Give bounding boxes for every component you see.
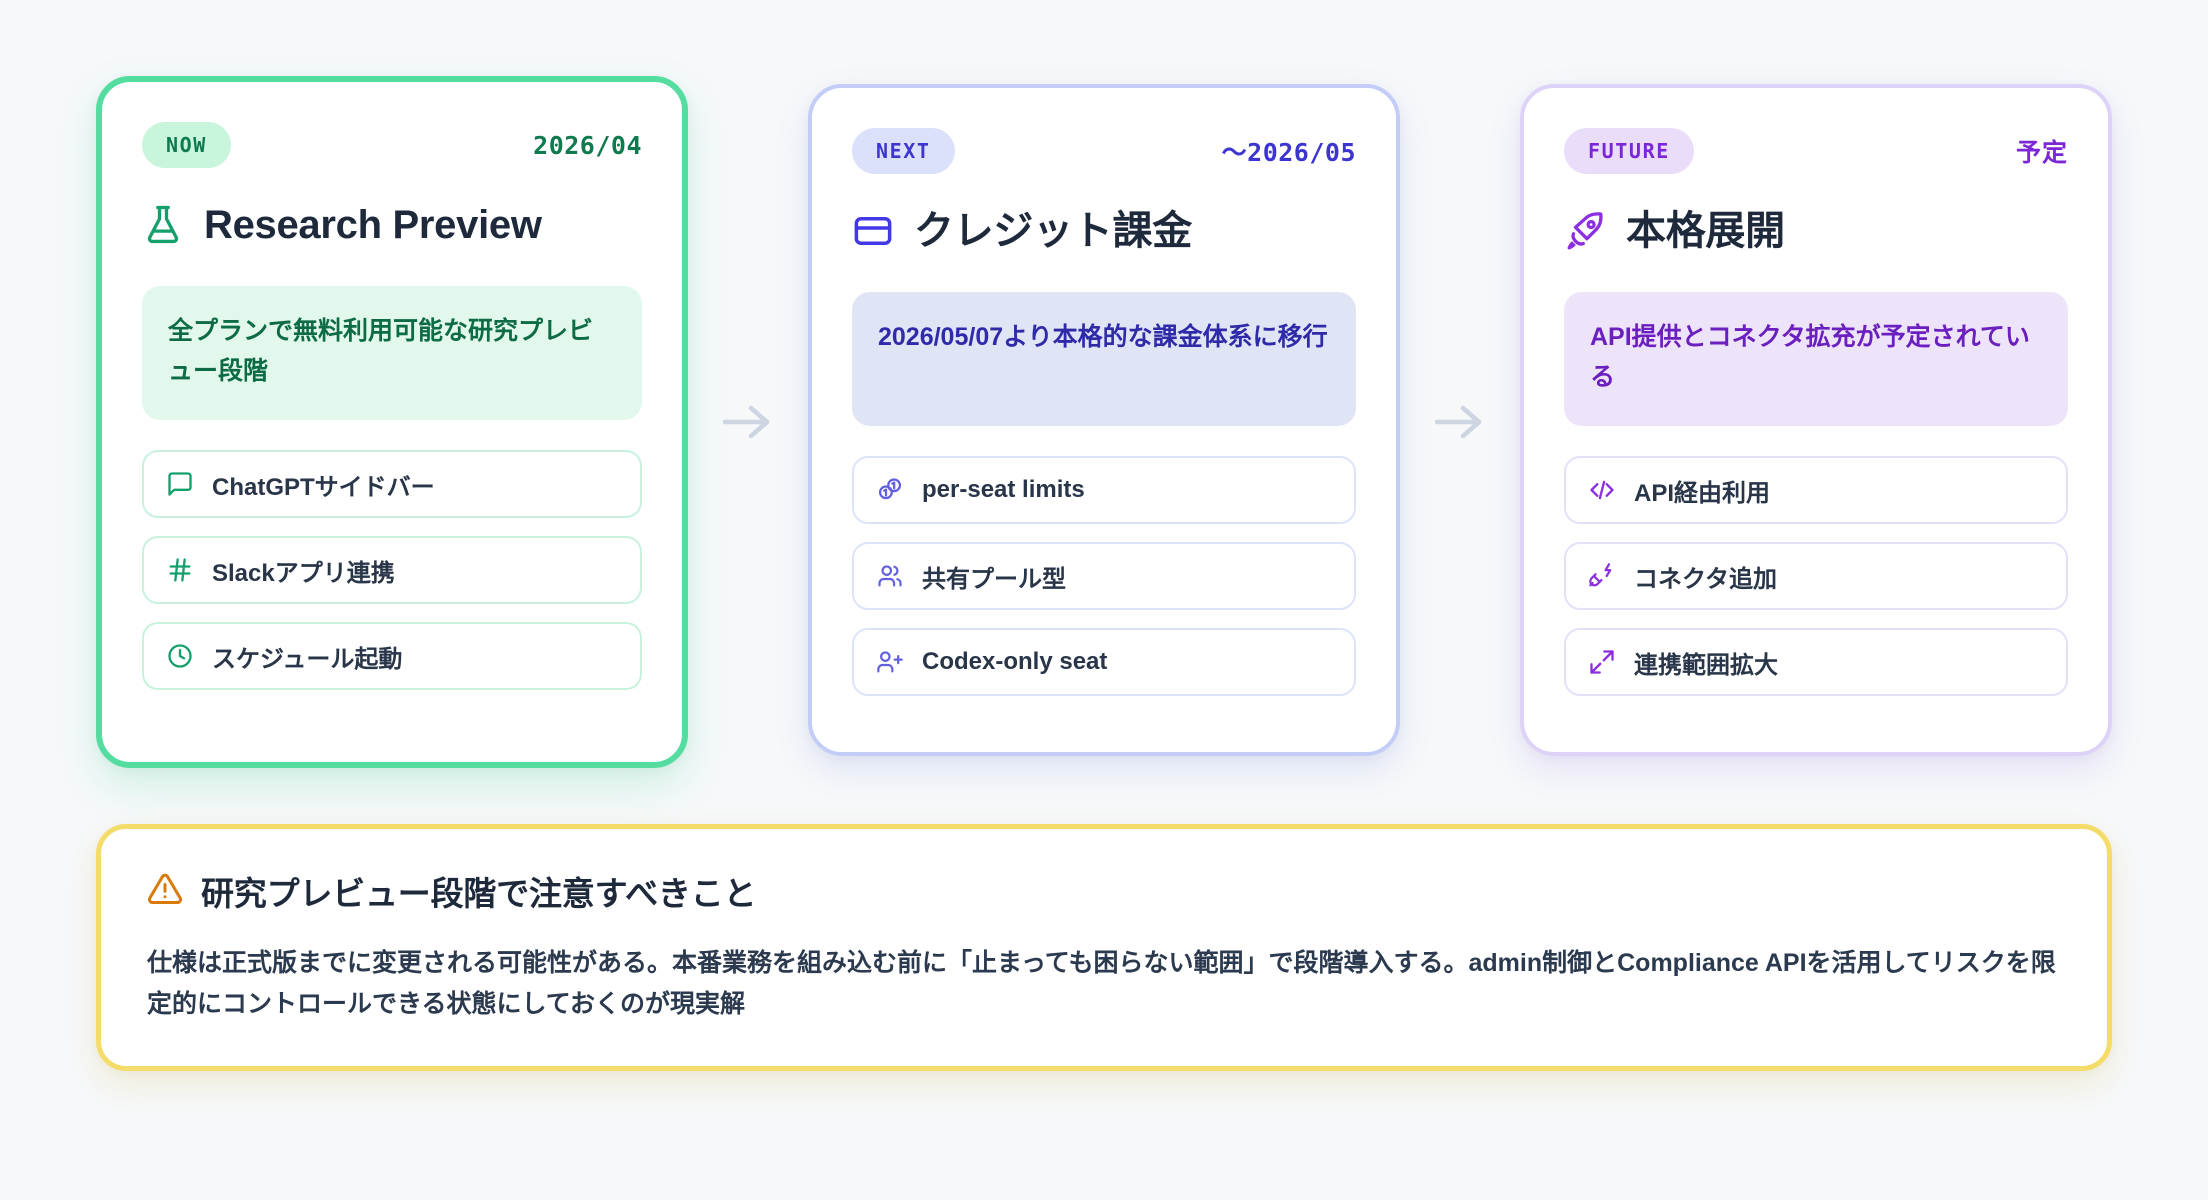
feature-label: 共有プール型 (922, 565, 1066, 593)
plug-zap-icon (1588, 562, 1616, 590)
card-date-now: 2026/04 (533, 130, 642, 160)
hash-icon (166, 556, 194, 584)
feature-label: スケジュール起動 (212, 645, 403, 673)
status-badge-next: NEXT (852, 128, 955, 174)
alert-triangle-icon (147, 871, 183, 912)
feature-label: API経由利用 (1634, 479, 1771, 507)
feature-item[interactable]: コネクタ追加 (1564, 542, 2068, 610)
card-date-next: 〜2026/05 (1221, 138, 1356, 167)
card-header-future: FUTURE 予定 (1564, 128, 2068, 174)
card-highlight-next: 2026/05/07より本格的な課金体系に移行 (852, 292, 1356, 426)
card-header-next: NEXT 〜2026/05 (852, 128, 1356, 174)
card-highlight-now: 全プランで無料利用可能な研究プレビュー段階 (142, 286, 642, 420)
card-title-row-future: 本格展開 (1564, 202, 2068, 260)
card-title-future: 本格展開 (1626, 209, 1785, 253)
rocket-icon (1564, 210, 1606, 252)
timeline-card-future[interactable]: FUTURE 予定 本格展開 API提供とコネクタ拡充が予定されている (1520, 84, 2112, 756)
maximize-icon (1588, 648, 1616, 676)
arrow-connector-1 (688, 76, 808, 768)
warning-callout: 研究プレビュー段階で注意すべきこと 仕様は正式版までに変更される可能性がある。本… (96, 824, 2112, 1071)
user-plus-icon (876, 648, 904, 676)
feature-list-now: ChatGPTサイドバー Slackアプリ連携 (142, 450, 642, 690)
arrow-right-icon (722, 405, 770, 439)
clock-icon (166, 642, 194, 670)
feature-item[interactable]: Slackアプリ連携 (142, 536, 642, 604)
status-badge-future: FUTURE (1564, 128, 1694, 174)
feature-label: per-seat limits (922, 476, 1085, 503)
feature-item[interactable]: 連携範囲拡大 (1564, 628, 2068, 696)
feature-item[interactable]: 共有プール型 (852, 542, 1356, 610)
feature-item[interactable]: API経由利用 (1564, 456, 2068, 524)
warning-title: 研究プレビュー段階で注意すべきこと (201, 875, 757, 912)
status-badge-now: NOW (142, 122, 231, 168)
card-title-row-next: クレジット課金 (852, 202, 1356, 260)
warning-body: 仕様は正式版までに変更される可能性がある。本番業務を組み込む前に「止まっても困ら… (147, 949, 2056, 1018)
timeline-card-now[interactable]: NOW 2026/04 Research Preview 全プランで無料利用可能… (96, 76, 688, 768)
feature-list-future: API経由利用 コネクタ追加 連携範 (1564, 456, 2068, 696)
feature-label: Codex-only seat (922, 648, 1108, 675)
card-date-future: 予定 (2015, 139, 2068, 167)
users-icon (876, 562, 904, 590)
message-square-icon (166, 470, 194, 498)
card-title-next: クレジット課金 (914, 209, 1192, 253)
warning-header: 研究プレビュー段階で注意すべきこと (147, 867, 2061, 915)
feature-label: ChatGPTサイドバー (212, 473, 435, 501)
feature-item[interactable]: per-seat limits (852, 456, 1356, 524)
arrow-connector-2 (1400, 76, 1520, 768)
feature-label: コネクタ追加 (1634, 565, 1778, 593)
credit-card-icon (852, 210, 894, 252)
feature-item[interactable]: スケジュール起動 (142, 622, 642, 690)
feature-label: Slackアプリ連携 (212, 559, 395, 587)
arrow-right-icon (1434, 405, 1482, 439)
flask-icon (142, 202, 184, 248)
timeline-card-next[interactable]: NEXT 〜2026/05 クレジット課金 2026/05/07より本格的な課金… (808, 84, 1400, 756)
feature-list-next: per-seat limits 共有プール型 (852, 456, 1356, 696)
feature-item[interactable]: ChatGPTサイドバー (142, 450, 642, 518)
card-highlight-future: API提供とコネクタ拡充が予定されている (1564, 292, 2068, 426)
feature-item[interactable]: Codex-only seat (852, 628, 1356, 696)
coins-icon (876, 476, 904, 504)
code-icon (1588, 476, 1616, 504)
card-header-now: NOW 2026/04 (142, 122, 642, 168)
timeline-row: NOW 2026/04 Research Preview 全プランで無料利用可能… (96, 76, 2112, 768)
card-title-now: Research Preview (204, 203, 542, 247)
card-title-row-now: Research Preview (142, 196, 642, 254)
feature-label: 連携範囲拡大 (1634, 651, 1778, 679)
